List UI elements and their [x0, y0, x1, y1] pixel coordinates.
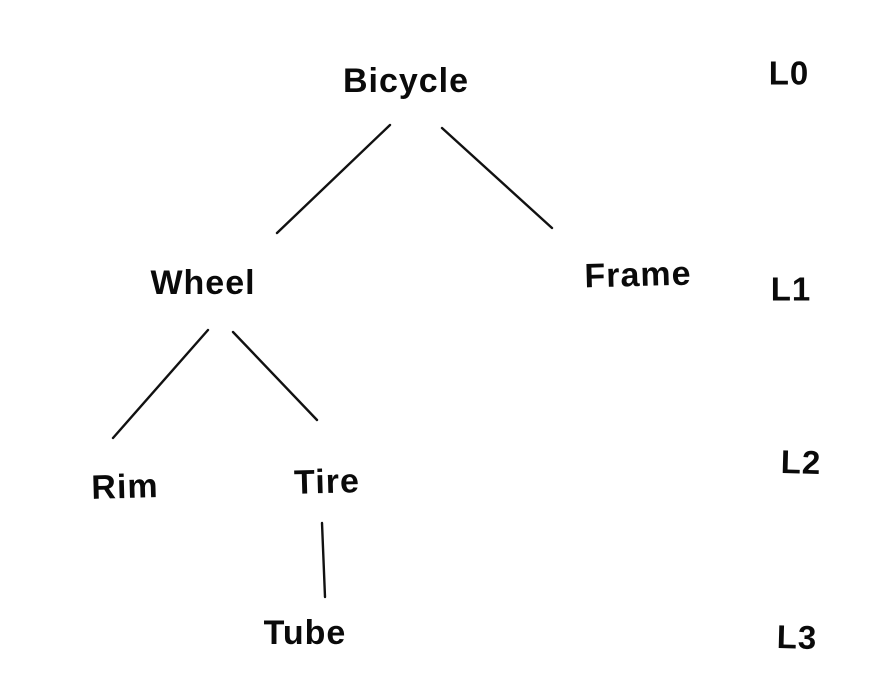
tree-edge-bicycle-wheel: [275, 123, 392, 235]
tree-edge-wheel-tire: [231, 330, 319, 422]
tree-edge-wheel-rim: [111, 328, 210, 440]
tree-node-wheel: Wheel: [150, 264, 256, 302]
level-label-l3: L3: [776, 617, 818, 657]
level-label-l1: L1: [770, 270, 812, 308]
tree-node-tube: Tube: [263, 614, 347, 652]
tree-node-rim: Rim: [90, 467, 160, 507]
tree-node-frame: Frame: [583, 254, 693, 296]
tree-edge-bicycle-frame: [440, 126, 554, 230]
tree-edge-tire-tube: [320, 521, 327, 599]
tree-node-bicycle: Bicycle: [342, 62, 470, 100]
tree-node-tire: Tire: [293, 462, 361, 502]
level-label-l2: L2: [780, 442, 822, 482]
level-label-l0: L0: [768, 54, 810, 92]
